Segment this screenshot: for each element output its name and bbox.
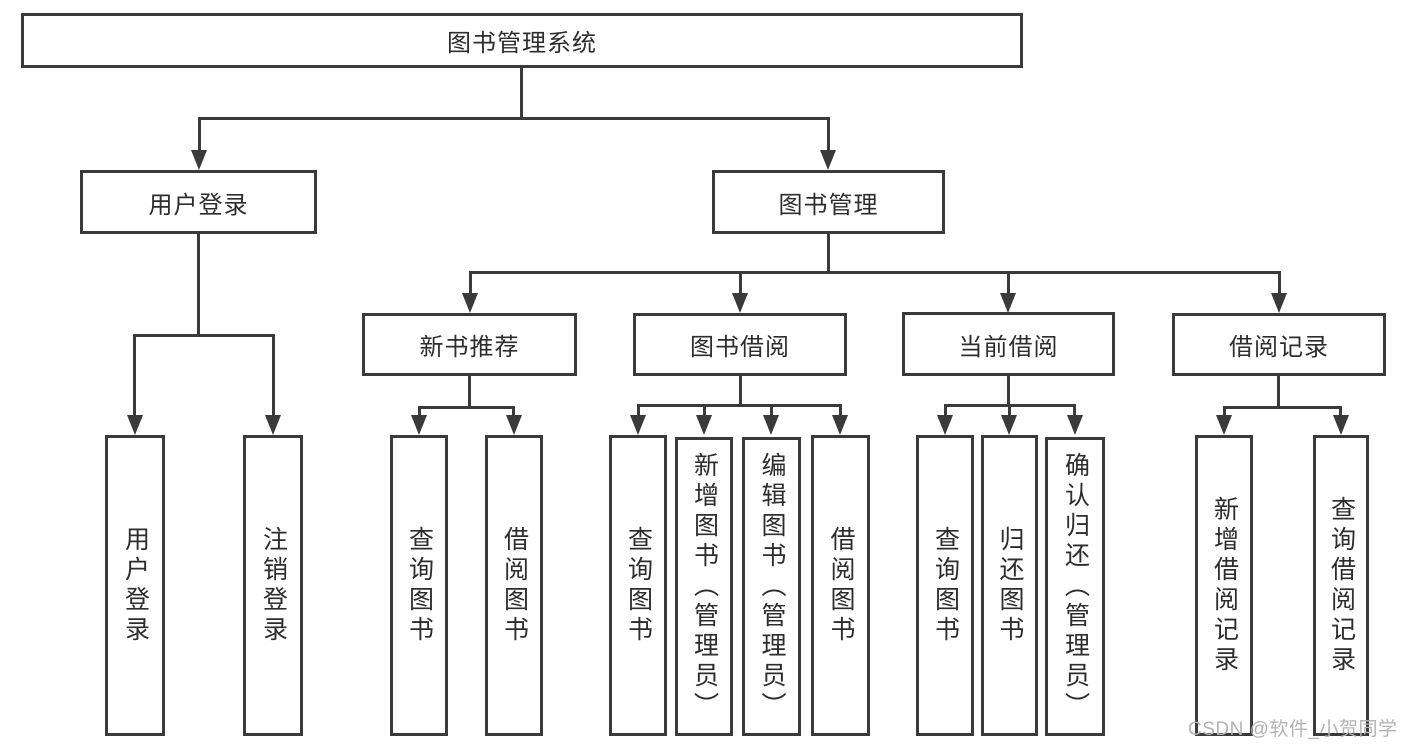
connector-to-query-books-2 bbox=[637, 404, 640, 417]
arrow-to-query-books-1 bbox=[411, 415, 427, 435]
connector-to-new-books bbox=[469, 271, 472, 295]
node-current-borrow: 当前借阅 bbox=[902, 312, 1115, 376]
node-new-books: 新书推荐 bbox=[362, 313, 577, 376]
connector-borrow-records-stem bbox=[1277, 376, 1280, 409]
connector-borrow-records-bar bbox=[1223, 406, 1342, 409]
node-leaf-confirm-return-label: 确认归还（管理员） bbox=[1061, 451, 1090, 722]
node-leaf-user-login: 用户登录 bbox=[105, 435, 165, 736]
connector-to-borrow-records bbox=[1278, 271, 1281, 295]
connector-to-current-borrow bbox=[1007, 271, 1010, 295]
arrow-to-borrow-books-1 bbox=[506, 415, 522, 435]
connector-to-user-login bbox=[198, 117, 201, 153]
connector-to-edit-books bbox=[770, 404, 773, 417]
csdn-watermark: CSDN @软件_小贺同学 bbox=[1188, 719, 1398, 740]
node-leaf-borrow-books-2: 借阅图书 bbox=[811, 435, 870, 736]
node-leaf-confirm-return: 确认归还（管理员） bbox=[1045, 437, 1105, 736]
node-leaf-borrow-books-1: 借阅图书 bbox=[485, 435, 543, 736]
node-book-mgmt: 图书管理 bbox=[712, 170, 945, 234]
node-user-login: 用户登录 bbox=[80, 170, 317, 234]
node-borrow-records: 借阅记录 bbox=[1172, 313, 1386, 376]
connector-to-leaf-logout bbox=[272, 334, 275, 417]
arrow-to-return-books bbox=[1001, 415, 1017, 435]
node-book-borrow: 图书借阅 bbox=[633, 313, 847, 376]
node-leaf-return-books: 归还图书 bbox=[981, 435, 1038, 736]
arrow-to-add-books bbox=[696, 415, 712, 435]
node-leaf-logout: 注销登录 bbox=[243, 435, 303, 736]
arrow-to-confirm-return bbox=[1067, 415, 1083, 435]
connector-to-query-record bbox=[1339, 406, 1342, 417]
connector-user-login-bar bbox=[133, 334, 275, 337]
connector-level3-bar bbox=[469, 271, 1281, 274]
connector-book-borrow-stem bbox=[739, 376, 742, 407]
node-leaf-add-record: 新增借阅记录 bbox=[1195, 435, 1253, 736]
node-leaf-borrow-books-1-label: 借阅图书 bbox=[500, 525, 529, 646]
node-book-mgmt-label: 图书管理 bbox=[778, 191, 879, 219]
arrow-to-current-borrow bbox=[1000, 293, 1016, 313]
arrow-to-add-record bbox=[1216, 415, 1232, 435]
node-leaf-query-books-3: 查询图书 bbox=[916, 435, 974, 736]
connector-root-stem bbox=[520, 68, 523, 118]
connector-to-borrow-books-1 bbox=[512, 406, 515, 417]
connector-to-leaf-user-login bbox=[133, 334, 136, 417]
node-leaf-add-books-label: 新增图书（管理员） bbox=[690, 451, 719, 722]
node-leaf-add-books: 新增图书（管理员） bbox=[675, 437, 733, 736]
node-leaf-query-record-label: 查询借阅记录 bbox=[1327, 495, 1356, 676]
connector-to-book-borrow bbox=[739, 271, 742, 295]
connector-to-confirm-return bbox=[1073, 404, 1076, 417]
arrow-to-query-record bbox=[1333, 415, 1349, 435]
node-leaf-query-books-2-label: 查询图书 bbox=[624, 525, 653, 646]
arrow-to-user-login bbox=[191, 150, 207, 170]
node-leaf-query-books-1-label: 查询图书 bbox=[405, 525, 434, 646]
connector-to-query-books-3 bbox=[944, 404, 947, 417]
node-book-borrow-label: 图书借阅 bbox=[690, 334, 790, 361]
connector-to-add-record bbox=[1223, 406, 1226, 417]
node-root: 图书管理系统 bbox=[21, 13, 1023, 68]
connector-new-books-stem bbox=[468, 376, 471, 409]
node-user-login-label: 用户登录 bbox=[148, 191, 249, 219]
node-leaf-user-login-label: 用户登录 bbox=[121, 525, 150, 646]
node-leaf-query-books-3-label: 查询图书 bbox=[931, 525, 960, 646]
node-leaf-add-record-label: 新增借阅记录 bbox=[1210, 495, 1239, 676]
connector-root-bar bbox=[198, 117, 830, 120]
connector-to-borrow-books-2 bbox=[839, 404, 842, 417]
node-leaf-query-books-1: 查询图书 bbox=[390, 435, 448, 736]
connector-current-borrow-stem bbox=[1007, 376, 1010, 407]
node-borrow-records-label: 借阅记录 bbox=[1229, 334, 1329, 361]
connector-to-book-mgmt bbox=[827, 117, 830, 153]
connector-book-mgmt-stem bbox=[827, 234, 830, 274]
node-leaf-edit-books-label: 编辑图书（管理员） bbox=[758, 451, 786, 722]
arrow-to-query-books-3 bbox=[937, 415, 953, 435]
node-leaf-borrow-books-2-label: 借阅图书 bbox=[827, 525, 855, 646]
arrow-to-edit-books bbox=[763, 415, 779, 435]
arrow-to-leaf-logout bbox=[265, 415, 281, 435]
node-leaf-logout-label: 注销登录 bbox=[259, 525, 288, 646]
arrow-to-borrow-records bbox=[1271, 293, 1287, 313]
arrow-to-borrow-books-2 bbox=[832, 415, 848, 435]
arrow-to-leaf-user-login bbox=[127, 415, 143, 435]
connector-book-borrow-bar bbox=[637, 404, 842, 407]
connector-to-return-books bbox=[1008, 404, 1011, 417]
arrow-to-new-books bbox=[462, 293, 478, 313]
connector-user-login-stem bbox=[197, 234, 200, 337]
node-leaf-query-books-2: 查询图书 bbox=[609, 435, 667, 736]
node-leaf-query-record: 查询借阅记录 bbox=[1313, 435, 1369, 736]
arrow-to-book-borrow bbox=[732, 293, 748, 313]
node-root-label: 图书管理系统 bbox=[447, 30, 597, 57]
connector-to-query-books-1 bbox=[418, 406, 421, 417]
node-new-books-label: 新书推荐 bbox=[419, 334, 520, 361]
arrow-to-book-mgmt bbox=[820, 150, 836, 170]
node-leaf-return-books-label: 归还图书 bbox=[996, 525, 1024, 646]
node-current-borrow-label: 当前借阅 bbox=[958, 333, 1059, 361]
connector-new-books-bar bbox=[418, 406, 515, 409]
connector-to-add-books bbox=[703, 404, 706, 417]
node-leaf-edit-books: 编辑图书（管理员） bbox=[742, 437, 801, 736]
arrow-to-query-books-2 bbox=[630, 415, 646, 435]
